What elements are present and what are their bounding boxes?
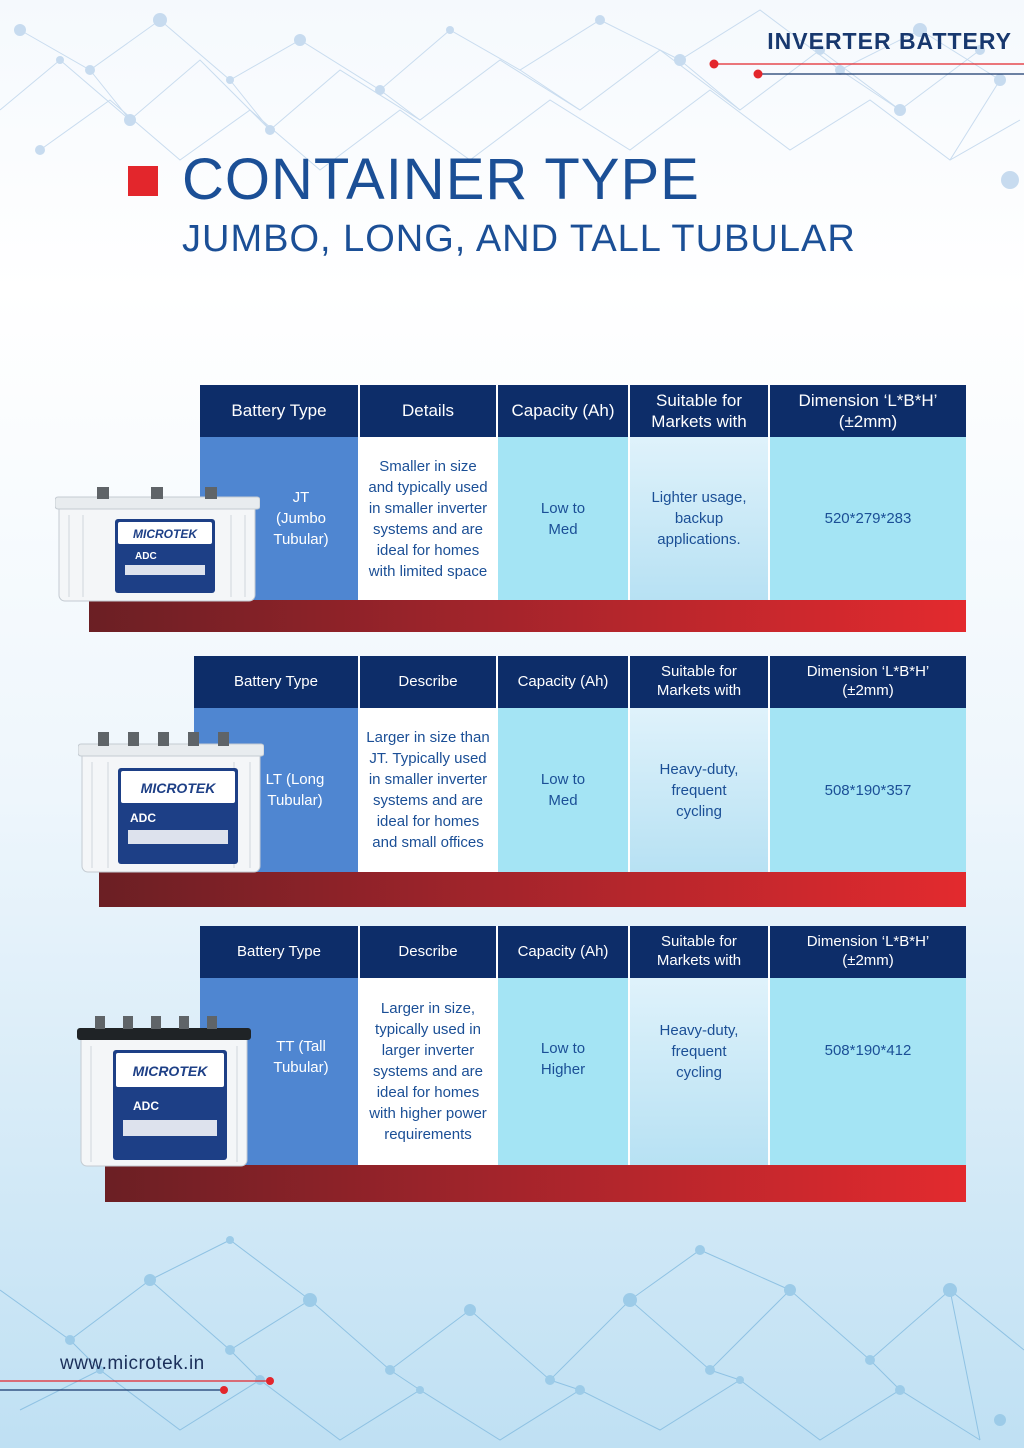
cell-suitable: Heavy-duty, frequent cycling [630,708,770,872]
battery-model-label: ADC [135,551,157,562]
header-battery-type: Battery Type [200,385,360,437]
header-capacity: Capacity (Ah) [498,385,630,437]
header-dimension: Dimension ‘L*B*H’ (±2mm) [806,933,930,969]
section-title: CONTAINER TYPE [182,147,700,212]
table-row: TT (Tall Tubular) Larger in size, typica… [200,978,966,1165]
cell-suitable: Lighter usage, backup applications. [630,437,770,600]
cell-capacity: Low to Med [498,708,630,872]
battery-lt-image: MICROTEK ADC [78,732,264,873]
battery-logo-text: MICROTEK [133,527,198,541]
battery-model-label: ADC [133,1099,159,1113]
header-capacity: Capacity (Ah) [498,926,630,978]
header-dimension: Dimension ‘L*B*H’ (±2mm) [798,390,938,431]
red-accent-bar [99,872,966,907]
table-row: JT (Jumbo Tubular) Smaller in size and t… [200,437,966,600]
table-row: LT (Long Tubular) Larger in size than JT… [194,708,966,872]
cell-details: Larger in size, typically used in larger… [360,978,498,1165]
battery-table-jt: Battery Type Details Capacity (Ah) Suita… [0,385,1024,635]
battery-jt-image: MICROTEK ADC [55,487,260,602]
header-battery-type: Battery Type [194,656,360,708]
header-suitable: Suitable for Markets with [630,926,770,978]
battery-table-lt: Battery Type Describe Capacity (Ah) Suit… [0,656,1024,908]
header-suitable: Suitable for Markets with [630,656,770,708]
footer-rule-decoration [0,1377,274,1394]
battery-table-tt: Battery Type Describe Capacity (Ah) Suit… [0,926,1024,1204]
battery-tt-image: MICROTEK ADC [77,1016,251,1167]
cell-dimension: 508*190*357 [770,708,966,872]
header-dimension: Dimension ‘L*B*H’ (±2mm) [806,663,930,699]
battery-model-label: ADC [130,811,156,825]
cell-capacity: Low to Higher [498,978,630,1165]
header-title: INVERTER BATTERY [767,28,1012,54]
table-header-row: Battery Type Describe Capacity (Ah) Suit… [200,926,966,978]
header-details: Describe [360,926,498,978]
network-background-bottom [0,1236,1024,1441]
table-header-row: Battery Type Describe Capacity (Ah) Suit… [194,656,966,708]
header-rule-decoration [709,59,1024,79]
battery-logo-text: MICROTEK [133,1063,209,1079]
footer-website-link[interactable]: www.microtek.in [60,1353,205,1374]
cell-suitable: Heavy-duty, frequent cycling [630,978,770,1165]
red-accent-bar [89,600,966,632]
red-accent-bar [105,1165,966,1202]
cell-details: Smaller in size and typically used in sm… [360,437,498,600]
section-subtitle: JUMBO, LONG, AND TALL TUBULAR [182,218,856,260]
table-header-row: Battery Type Details Capacity (Ah) Suita… [200,385,966,437]
header-suitable: Suitable for Markets with [630,385,770,437]
header-capacity: Capacity (Ah) [498,656,630,708]
header-battery-type: Battery Type [200,926,360,978]
header-details: Describe [360,656,498,708]
cell-details: Larger in size than JT. Typically used i… [360,708,498,872]
header-details: Details [360,385,498,437]
section-bullet-square [128,166,158,196]
cell-dimension: 508*190*412 [770,978,966,1165]
battery-logo-text: MICROTEK [141,780,217,796]
cell-dimension: 520*279*283 [770,437,966,600]
cell-capacity: Low to Med [498,437,630,600]
